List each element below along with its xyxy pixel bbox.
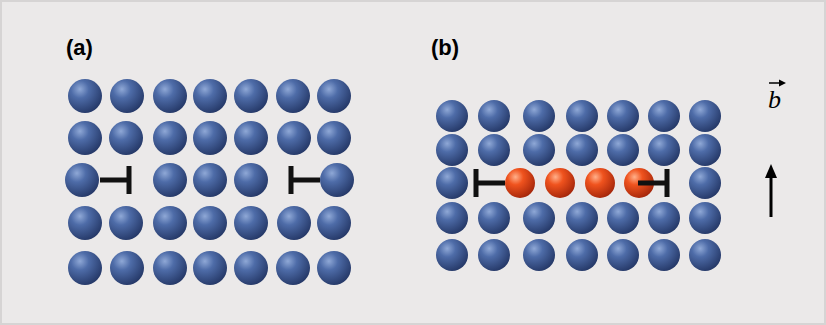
host-atom <box>234 206 268 240</box>
host-atom <box>65 163 99 197</box>
solute-atom <box>585 168 615 198</box>
host-atom <box>478 239 510 271</box>
host-atom <box>153 79 187 113</box>
host-atom <box>193 206 227 240</box>
host-atom <box>234 121 268 155</box>
dislocation-symbol <box>100 166 129 194</box>
solute-atom <box>505 168 535 198</box>
host-atom <box>607 239 639 271</box>
host-atom <box>110 79 144 113</box>
host-atom <box>523 239 555 271</box>
host-atom <box>110 251 144 285</box>
vector-accent-head <box>779 80 786 87</box>
host-atom <box>276 251 310 285</box>
host-atom <box>689 100 721 132</box>
host-atom <box>193 121 227 155</box>
host-atom <box>436 100 468 132</box>
host-atom <box>648 239 680 271</box>
host-atom <box>566 134 598 166</box>
host-atom <box>478 134 510 166</box>
host-atom <box>234 251 268 285</box>
dislocation-symbol <box>638 169 667 197</box>
host-atom <box>436 202 468 234</box>
host-atom <box>648 202 680 234</box>
panel-label: (b) <box>431 37 459 59</box>
host-atom <box>109 121 143 155</box>
host-atom <box>689 239 721 271</box>
host-atom <box>193 251 227 285</box>
host-atom <box>277 206 311 240</box>
host-atom <box>607 134 639 166</box>
host-atom <box>648 100 680 132</box>
host-atom <box>109 206 143 240</box>
host-atom <box>689 134 721 166</box>
dislocation-symbol <box>291 166 320 194</box>
host-atom <box>153 121 187 155</box>
solute-atom <box>545 168 575 198</box>
host-atom <box>277 121 311 155</box>
host-atom <box>234 79 268 113</box>
host-atom <box>234 163 268 197</box>
host-atom <box>523 134 555 166</box>
host-atom <box>153 163 187 197</box>
host-atom <box>193 163 227 197</box>
dislocation-symbol <box>476 169 505 197</box>
arrow-head <box>765 164 777 178</box>
host-atom <box>153 206 187 240</box>
host-atom <box>607 100 639 132</box>
host-atom <box>607 202 639 234</box>
host-atom <box>193 79 227 113</box>
host-atom <box>523 202 555 234</box>
atom-group <box>65 79 721 285</box>
host-atom <box>689 167 721 199</box>
host-atom <box>317 79 351 113</box>
host-atom <box>478 100 510 132</box>
burgers-vector-arrow <box>770 176 773 217</box>
host-atom <box>320 163 354 197</box>
host-atom <box>317 121 351 155</box>
host-atom <box>317 206 351 240</box>
host-atom <box>68 79 102 113</box>
dislocation-symbols <box>100 166 667 197</box>
host-atom <box>566 100 598 132</box>
host-atom <box>523 100 555 132</box>
host-atom <box>153 251 187 285</box>
host-atom <box>68 206 102 240</box>
host-atom <box>317 251 351 285</box>
host-atom <box>689 202 721 234</box>
host-atom <box>68 121 102 155</box>
host-atom <box>436 134 468 166</box>
panel-label: (a) <box>66 37 93 59</box>
host-atom <box>436 239 468 271</box>
host-atom <box>68 251 102 285</box>
host-atom <box>566 239 598 271</box>
host-atom <box>276 79 310 113</box>
host-atom <box>478 202 510 234</box>
host-atom <box>648 134 680 166</box>
host-atom <box>566 202 598 234</box>
burgers-vector-label: b <box>768 87 781 113</box>
host-atom <box>436 167 468 199</box>
